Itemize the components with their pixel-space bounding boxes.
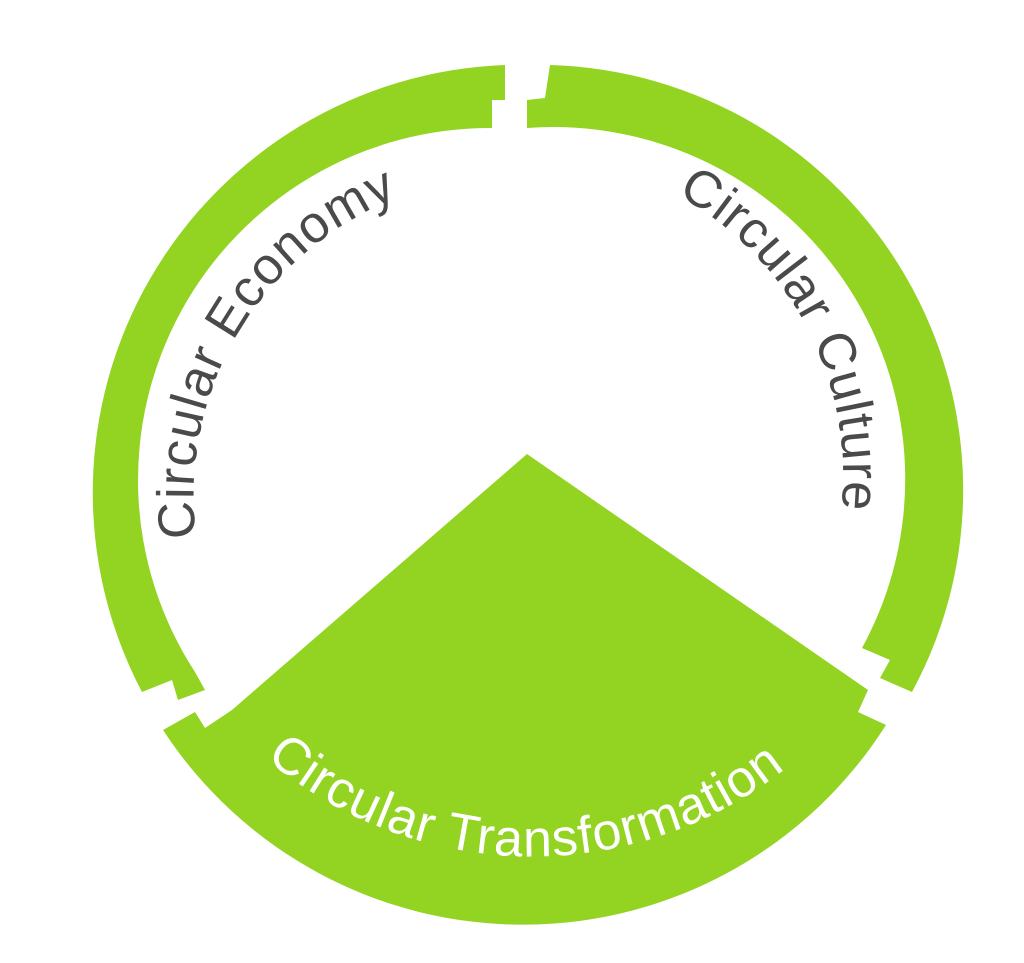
segment-economy-band [92, 65, 505, 700]
segment-transformation-wedge [163, 454, 886, 925]
label-circular-economy: Circular Economy [147, 155, 403, 541]
segment-culture-band [527, 65, 964, 692]
